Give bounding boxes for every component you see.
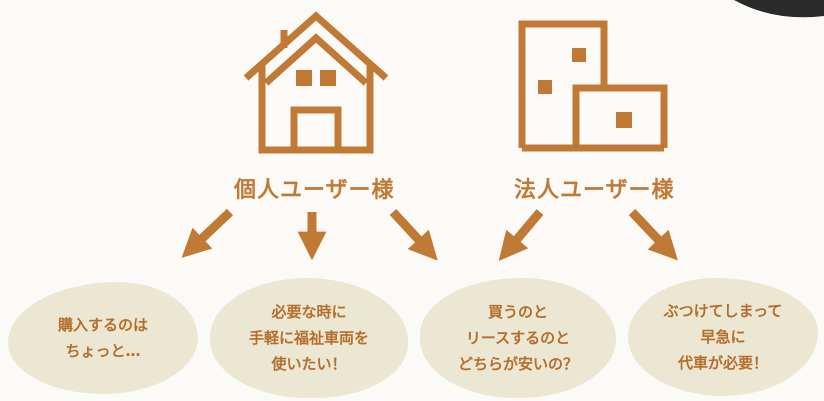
building-icon bbox=[518, 20, 668, 152]
decorative-corner-curve bbox=[734, 0, 824, 18]
bubble-text: 必要な時に 手軽に福祉車両を 使いたい！ bbox=[248, 303, 369, 373]
arrow-corporate-to-bubble-4 bbox=[628, 208, 678, 261]
speech-bubble-welfare-vehicle: 必要な時に 手軽に福祉車両を 使いたい！ bbox=[210, 278, 408, 398]
arrow-individual-to-bubble-1 bbox=[181, 208, 234, 258]
speech-bubble-purchase-hesitation: 購入するのは ちょっと… bbox=[8, 282, 198, 394]
bubble-text: 購入するのは ちょっと… bbox=[57, 316, 148, 360]
arrow-corporate-to-bubble-3 bbox=[498, 209, 544, 262]
house-icon bbox=[243, 11, 389, 154]
speech-bubble-buy-vs-lease: 買うのと リースするのと どちらが安いの？ bbox=[420, 278, 616, 398]
individual-users-label: 個人ユーザー様 bbox=[234, 178, 395, 203]
bubble-text: 買うのと リースするのと どちらが安いの？ bbox=[457, 303, 578, 373]
arrow-individual-to-bubble-3 bbox=[389, 208, 438, 261]
speech-bubble-replacement-car: ぶつけてしまって 早急に 代車が必要！ bbox=[628, 278, 818, 396]
bubble-text: ぶつけてしまって 早急に 代車が必要！ bbox=[663, 302, 783, 372]
corporate-users-label: 法人ユーザー様 bbox=[514, 178, 675, 203]
